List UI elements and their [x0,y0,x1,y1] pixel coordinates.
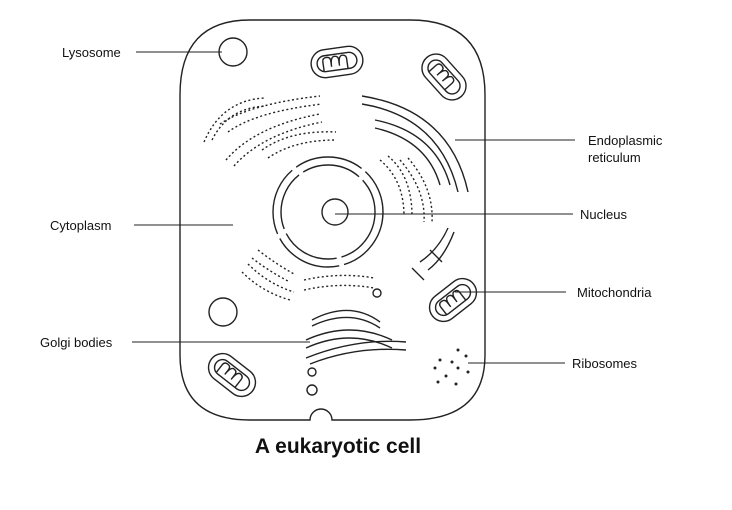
mitochondrion-top [310,45,364,79]
rough-er-right [379,155,433,223]
label-er-line1: Endoplasmic [588,133,663,148]
label-golgi-bodies: Golgi bodies [40,335,113,350]
label-er-line2: reticulum [588,150,641,165]
nucleolus [321,198,349,226]
rough-er-upper-left [203,95,337,167]
golgi-bodies [305,309,407,365]
diagram-title: A eukaryotic cell [255,435,421,458]
lysosome-left [208,297,238,327]
label-mitochondria: Mitochondria [577,285,652,300]
rough-er-bottom [303,274,375,291]
label-ribosomes: Ribosomes [572,356,638,371]
ribosomes [433,348,470,386]
leader-lines [132,51,575,364]
mitochondrion-top-right [421,53,467,101]
mitochondrion-right [428,277,478,323]
smooth-er [361,95,469,193]
lysosome-top [218,37,248,67]
mitochondrion-bottom-left [207,352,257,398]
vesicles [306,288,382,396]
label-cytoplasm: Cytoplasm [50,218,111,233]
rough-er-lower-left [241,249,295,301]
label-nucleus: Nucleus [580,207,627,222]
smooth-er-folds [411,227,455,281]
label-lysosome: Lysosome [62,45,121,60]
nucleus [272,156,384,268]
